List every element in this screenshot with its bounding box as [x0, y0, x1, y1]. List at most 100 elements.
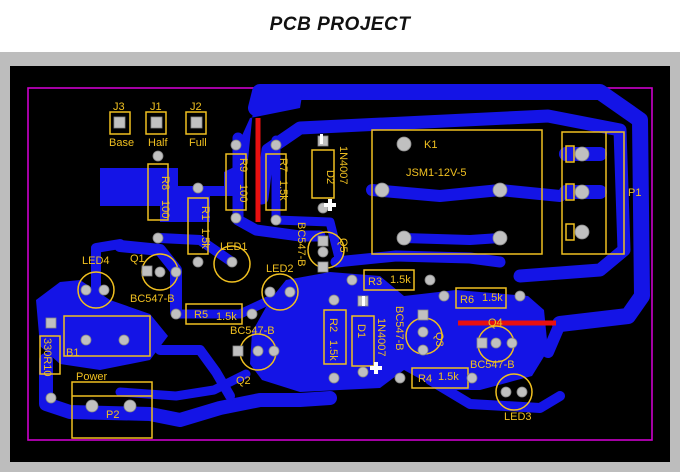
r5-outline — [185, 303, 243, 325]
r2-label: R2 — [327, 318, 339, 332]
k1-label: K1 — [424, 139, 437, 151]
led2-label: LED2 — [266, 263, 294, 275]
r7-outline — [265, 153, 287, 211]
pad — [284, 286, 296, 298]
r3-label: R3 — [368, 276, 382, 288]
q5-label: Q5 — [337, 238, 349, 253]
led1-outline — [213, 245, 251, 283]
r1-value: 1.5k — [199, 228, 211, 249]
p1-tab-1 — [565, 145, 575, 163]
jumper-wires — [255, 118, 556, 326]
polarity-markers — [320, 134, 382, 374]
r9-outline — [225, 153, 247, 211]
pad — [417, 326, 429, 338]
r7-label: R7 — [277, 158, 289, 172]
j2-name: Full — [189, 137, 207, 149]
copper-layer — [36, 84, 650, 427]
pad — [85, 399, 99, 413]
q4-value: BC547-B — [470, 359, 515, 371]
p2-label: P2 — [106, 409, 119, 421]
pad — [190, 116, 203, 129]
r9-label: R9 — [237, 158, 249, 172]
led1-label: LED1 — [220, 241, 248, 253]
pad — [246, 308, 258, 320]
b1-label: B1 — [66, 347, 79, 359]
j3-name: Base — [109, 137, 134, 149]
r2-outline — [323, 309, 347, 365]
pad — [268, 345, 280, 357]
pad — [346, 274, 358, 286]
r8-value: 100 — [159, 200, 171, 218]
r7-value: 1.5k — [277, 180, 289, 201]
r5-label: R5 — [194, 309, 208, 321]
p1-outline — [561, 131, 625, 255]
pad — [516, 386, 528, 398]
j1-label: J1 — [150, 101, 162, 113]
pad — [170, 308, 182, 320]
pad — [500, 386, 512, 398]
pad — [396, 136, 412, 152]
r4-value: 1.5k — [438, 371, 459, 383]
pad — [230, 139, 242, 151]
led3-label: LED3 — [504, 411, 532, 423]
r2-value: 1.5k — [327, 340, 339, 361]
j2-outline — [185, 111, 207, 135]
r6-value: 1.5k — [482, 292, 503, 304]
r1-label: R1 — [199, 206, 211, 220]
pad — [396, 230, 412, 246]
b1-label-box — [39, 335, 61, 375]
d2-outline — [311, 149, 335, 199]
pad — [80, 284, 92, 296]
pad — [192, 182, 204, 194]
plus-marker — [328, 199, 332, 211]
r9-value: 100 — [237, 184, 249, 202]
pad — [466, 372, 478, 384]
pad — [252, 345, 264, 357]
j3-label: J3 — [113, 101, 125, 113]
pad — [574, 224, 590, 240]
q2-value: BC547-B — [230, 325, 275, 337]
r6-label: R6 — [460, 294, 474, 306]
minus-marker — [362, 296, 365, 306]
pad — [490, 337, 502, 349]
pad — [45, 392, 57, 404]
pad — [192, 256, 204, 268]
pad — [270, 139, 282, 151]
pad — [230, 212, 242, 224]
pad — [154, 266, 166, 278]
pad — [80, 334, 92, 346]
pad — [317, 235, 329, 247]
d1-outline — [351, 315, 375, 367]
q3-label: Q3 — [433, 332, 445, 347]
led4-outline — [77, 271, 115, 309]
led3-outline — [495, 373, 533, 411]
power-label: Power — [76, 371, 108, 383]
b1-value: 330R10 — [41, 338, 53, 377]
j1-outline — [145, 111, 167, 135]
r6-outline — [455, 287, 507, 309]
r8-label: R8 — [159, 176, 171, 190]
pad — [438, 290, 450, 302]
j2-label: J2 — [190, 101, 202, 113]
d1-value: 1N4007 — [375, 318, 387, 357]
pad — [123, 399, 137, 413]
pad — [317, 246, 329, 258]
pad — [492, 182, 508, 198]
pad — [374, 182, 390, 198]
q4-label: Q4 — [488, 317, 503, 329]
pad — [226, 256, 238, 268]
pad — [264, 286, 276, 298]
q1-label: Q1 — [130, 253, 145, 265]
pad — [118, 334, 130, 346]
q3-value: BC547-B — [393, 306, 405, 351]
r3-value: 1.5k — [390, 274, 411, 286]
b1-outline — [63, 315, 151, 357]
r3-outline — [363, 269, 415, 291]
led2-outline — [261, 273, 299, 311]
pads-layer — [45, 116, 590, 413]
p1-tab-3 — [565, 223, 575, 241]
pad — [113, 116, 126, 129]
q2-label: Q2 — [236, 375, 251, 387]
d2-label: D2 — [324, 170, 336, 184]
